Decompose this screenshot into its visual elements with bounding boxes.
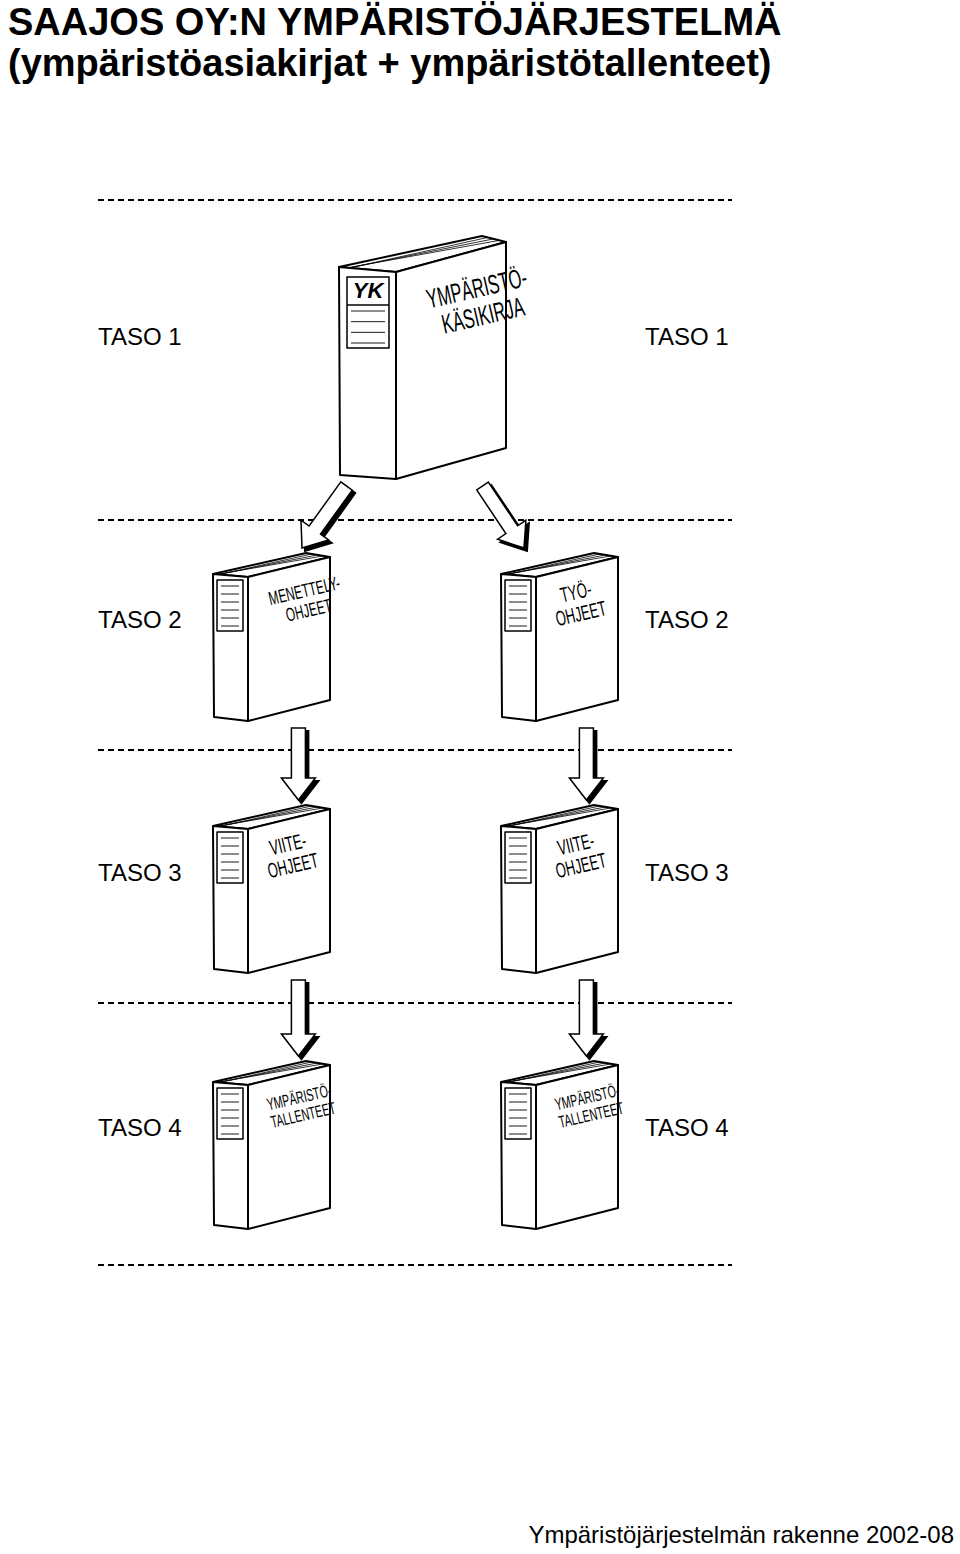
book-node: YMPÄRISTÖ- TALLENTEET [212,1060,332,1230]
book-node: YK YMPÄRISTÖ- KÄSIKIRJA [338,235,508,480]
block-arrow [569,980,606,1059]
book-illustration [212,804,332,974]
level-label: TASO 2 [98,606,182,634]
book-node: VIITE- OHJEET [212,804,332,974]
book-illustration [500,552,620,722]
level-label: TASO 1 [645,323,729,351]
level-label: TASO 2 [645,606,729,634]
cover-title-box: TYÖ- OHJEET [536,581,620,625]
cover-title-box: MENETTELY- OHJEET [248,581,332,621]
cover-title-box: VIITE- OHJEET [248,833,332,877]
cover-title: MENETTELY- OHJEET [267,573,347,628]
spine-label-text: YK [347,278,389,304]
block-arrow [281,980,318,1059]
cover-title-box: YMPÄRISTÖ- KÄSIKIRJA [396,274,508,331]
diagram-caption: Ympäristöjärjestelmän rakenne 2002-08 [528,1522,954,1548]
level-label: TASO 3 [645,859,729,887]
arrow-body [569,728,603,800]
block-arrow [477,482,529,551]
cover-title: YMPÄRISTÖ- TALLENTEET [553,1082,625,1132]
cover-title: TYÖ- OHJEET [548,576,608,631]
cover-title-box: VIITE- OHJEET [536,833,620,877]
level-label: TASO 3 [98,859,182,887]
block-arrow [569,728,606,803]
block-arrow [301,482,355,551]
book-illustration [500,804,620,974]
cover-title-box: YMPÄRISTÖ- TALLENTEET [248,1089,332,1125]
diagram-title: SAAJOS OY:N YMPÄRISTÖJÄRJESTELMÄ (ympäri… [8,2,888,84]
cover-title: VIITE- OHJEET [260,828,320,883]
book-node: YMPÄRISTÖ- TALLENTEET [500,1060,620,1230]
level-label: TASO 4 [645,1114,729,1142]
block-arrow [281,728,318,803]
cover-title: VIITE- OHJEET [548,828,608,883]
arrow-body [281,980,315,1056]
arrow-body [281,728,315,800]
arrow-body [301,482,352,548]
level-label: TASO 4 [98,1114,182,1142]
book-node: TYÖ- OHJEET [500,552,620,722]
arrow-body [477,482,526,548]
cover-title: YMPÄRISTÖ- TALLENTEET [265,1082,337,1132]
book-node: VIITE- OHJEET [500,804,620,974]
book-node: MENETTELY- OHJEET [212,552,332,722]
level-label: TASO 1 [98,323,182,351]
cover-title-box: YMPÄRISTÖ- TALLENTEET [536,1089,620,1125]
arrow-body [569,980,603,1056]
cover-title: YMPÄRISTÖ- KÄSIKIRJA [424,263,536,341]
book-illustration [212,552,332,722]
